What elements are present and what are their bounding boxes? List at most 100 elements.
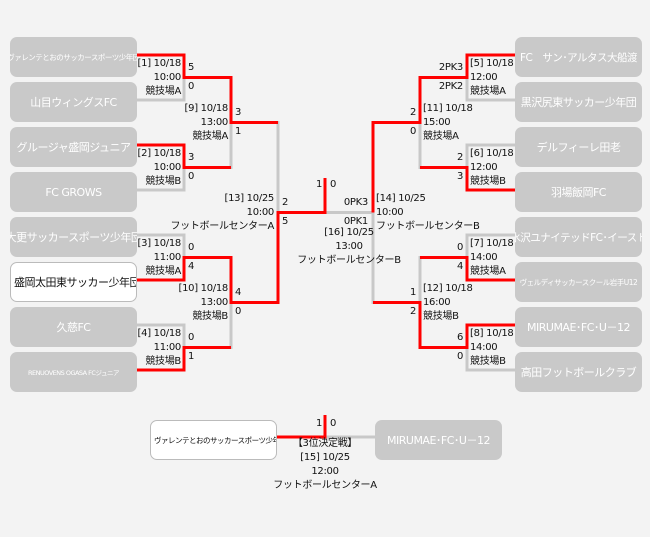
match-number: [11] 10/18 (423, 102, 473, 114)
match-info: [13] 10/25 10:00 フットボールセンターA (170, 192, 274, 234)
third-place-title: 【3位決定戦】 (292, 438, 358, 449)
score-top: 2PK3 (438, 61, 463, 73)
match-venue: 競技場B (145, 175, 181, 187)
team-box-left[interactable]: 久慈FC (10, 307, 137, 347)
team-box-right[interactable]: 水沢ユナイテッドFC･イースト (515, 217, 642, 257)
team-box-left[interactable]: ヴァレンテとおのサッカースポーツ少年団 (10, 37, 137, 77)
team-name: MIRUMAE･FC･U－12 (387, 434, 490, 447)
match-time: 13:00 (335, 240, 363, 252)
match-number: [3] 10/18 (137, 237, 182, 249)
final-score-left: 1 (316, 179, 323, 190)
team-name: FC GROWS (45, 185, 102, 199)
team-name: 山目ウィングスFC (30, 96, 117, 109)
team-box-right[interactable]: FC サン･アルタス大船渡 (515, 37, 642, 77)
score-top: 2 (282, 196, 289, 208)
team-box-right[interactable]: 羽場飯岡FC (515, 172, 642, 212)
match-venue: 競技場B (192, 310, 228, 322)
match-time: 10:00 (153, 71, 182, 83)
team-box-left[interactable]: 盛岡太田東サッカー少年団 (10, 262, 137, 302)
match-venue: 競技場A (145, 265, 181, 277)
team-name: ヴェルディサッカースクール岩手U12 (519, 277, 638, 287)
score-bottom: 0PK1 (343, 215, 368, 227)
match-number: [1] 10/18 (137, 57, 182, 69)
match-venue: フットボールセンターA (273, 480, 377, 491)
match-venue: 競技場A (470, 85, 506, 97)
team-box-right[interactable]: 高田フットボールクラブ (515, 352, 642, 392)
winner-path (373, 301, 515, 349)
third-score-left: 1 (316, 418, 323, 429)
final-score-right: 0 (330, 179, 337, 190)
team-name: 黒沢尻東サッカー少年団 (520, 96, 637, 109)
match-time: 13:00 (200, 116, 229, 128)
match-venue: フットボールセンターB (297, 254, 401, 266)
team-box-right[interactable]: デルフィーレ田老 (515, 127, 642, 167)
match-number: [4] 10/18 (137, 327, 182, 339)
score-top: 1 (409, 286, 416, 298)
score-bottom: 3 (456, 170, 463, 182)
match-number: [9] 10/18 (184, 102, 229, 114)
score-top: 2 (409, 106, 416, 118)
match-time: 12:00 (470, 71, 498, 83)
match-time: 11:00 (153, 251, 182, 263)
match-venue: 競技場B (423, 310, 459, 322)
team-box-right[interactable]: ヴェルディサッカースクール岩手U12 (515, 262, 642, 302)
team-box-left[interactable]: グルージャ盛岡ジュニア (10, 127, 137, 167)
score-bottom: 4 (456, 260, 463, 272)
team-name: RENUOVENS OGASA FCジュニア (27, 369, 120, 377)
team-box-left[interactable]: 山目ウィングスFC (10, 82, 137, 122)
match-time: 10:00 (246, 206, 275, 218)
match-venue: フットボールセンターA (170, 220, 274, 232)
team-name: ヴァレンテとおのサッカースポーツ少年団 (10, 52, 137, 62)
match-info: [10] 10/18 13:00 競技場B (178, 282, 228, 324)
score-bottom: 0 (188, 170, 195, 182)
match-number: [13] 10/25 (224, 192, 274, 204)
team-name: 盛岡太田東サッカー少年団 (14, 276, 137, 289)
match-info: [3] 10/18 11:00 競技場A (137, 237, 182, 279)
match-number: [6] 10/18 (470, 147, 514, 159)
team-box-left[interactable]: RENUOVENS OGASA FCジュニア (10, 352, 137, 392)
team-name: 水沢ユナイテッドFC･イースト (515, 231, 642, 244)
score-top: 2 (456, 151, 463, 163)
winner-path (277, 415, 327, 439)
score-top: 5 (188, 61, 195, 73)
third-score-right: 0 (330, 418, 337, 429)
match-info: [9] 10/18 13:00 競技場A (184, 102, 229, 144)
score-bottom: 0 (456, 350, 463, 362)
match-number: [12] 10/18 (423, 282, 473, 294)
team-box-right[interactable]: MIRUMAE･FC･U－12 (515, 307, 642, 347)
match-time: 13:00 (200, 296, 229, 308)
third-place-team-right[interactable]: MIRUMAE･FC･U－12 (375, 420, 502, 460)
winner-path (137, 346, 231, 372)
match-venue: 競技場B (470, 355, 506, 367)
team-box-left[interactable]: FC GROWS (10, 172, 137, 212)
team-name: デルフィーレ田老 (536, 141, 621, 154)
team-name: 羽場飯岡FC (550, 186, 607, 199)
winner-path (420, 166, 515, 192)
score-top: 3 (188, 151, 195, 163)
score-bottom: 1 (235, 125, 242, 137)
match-number: [15] 10/25 (300, 452, 350, 463)
third-place-team-left[interactable]: ヴァレンテとおのサッカースポーツ少年団 (150, 420, 277, 460)
winner-path (371, 53, 515, 213)
team-name: 大更サッカースポーツ少年団 (10, 231, 137, 244)
score-bottom: 1 (188, 350, 195, 362)
score-top: 3 (235, 106, 242, 118)
team-box-right[interactable]: 黒沢尻東サッカー少年団 (515, 82, 642, 122)
team-box-left[interactable]: 大更サッカースポーツ少年団 (10, 217, 137, 257)
match-number: [8] 10/18 (470, 327, 514, 339)
score-bottom: 0 (409, 125, 416, 137)
match-venue: フットボールセンターB (376, 220, 480, 232)
score-bottom: 0 (188, 80, 195, 92)
score-bottom: 2PK2 (438, 80, 463, 92)
score-bottom: 5 (282, 215, 289, 227)
match-venue: 競技場A (192, 130, 228, 142)
match-number: [10] 10/18 (178, 282, 228, 294)
